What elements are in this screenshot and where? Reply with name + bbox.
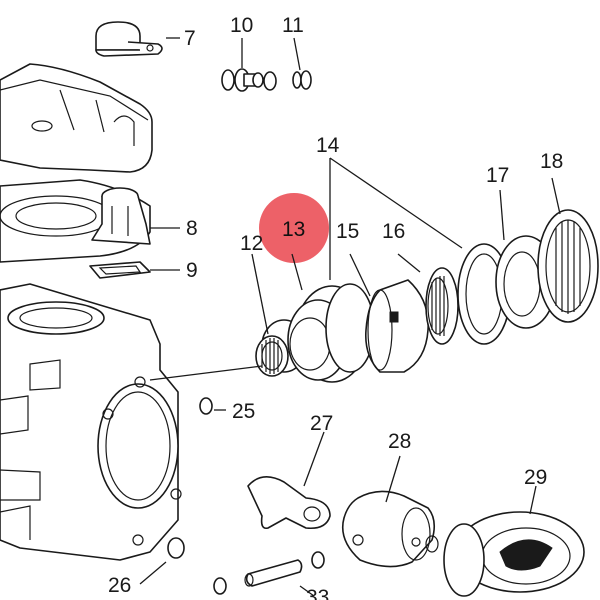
leader-12 [251, 253, 269, 335]
part-33-pin [213, 551, 325, 595]
part-7-cap [95, 21, 163, 57]
label-10: 10 [230, 14, 253, 37]
leader-27 [303, 431, 325, 487]
part-13-seal-ring [287, 283, 375, 383]
part-18-end-bearing [537, 209, 599, 323]
label-15: 15 [336, 220, 359, 243]
label-14: 14 [316, 134, 340, 157]
top-cover [0, 63, 153, 173]
leader-33 [299, 585, 315, 597]
leader-15 [349, 253, 371, 297]
label-13: 13 [282, 218, 305, 241]
axis-line [149, 365, 263, 381]
label-29: 29 [524, 466, 547, 489]
part-8-housing [91, 187, 151, 245]
part-15-sleeve [364, 279, 429, 373]
pump-body [0, 283, 182, 561]
part-11-washer [292, 70, 312, 90]
leader-18 [551, 177, 561, 215]
leader-28 [385, 455, 401, 503]
label-11: 11 [282, 14, 304, 37]
part-9-gasket [89, 261, 151, 279]
leader-13 [291, 253, 303, 291]
leader-16 [397, 253, 421, 273]
leader-17 [499, 189, 505, 241]
highlight-marker [259, 193, 329, 263]
label-9: 9 [186, 259, 198, 282]
part-10-valve [221, 68, 277, 92]
leader-11 [293, 37, 301, 71]
label-27: 27 [310, 412, 333, 435]
label-12: 12 [240, 232, 263, 255]
label-8: 8 [186, 217, 198, 240]
label-25: 25 [232, 400, 255, 423]
leader-29 [529, 485, 537, 515]
leader-14 [329, 157, 463, 280]
label-17: 17 [486, 164, 509, 187]
label-18: 18 [540, 150, 563, 173]
label-16: 16 [382, 220, 405, 243]
leader-26 [139, 561, 167, 585]
label-7: 7 [184, 27, 196, 50]
label-26: 26 [108, 574, 131, 597]
part-16-roller-bearing [425, 267, 459, 345]
part-29-disc [425, 511, 585, 597]
part-27-lever [247, 476, 331, 530]
label-33: 33 [306, 586, 329, 600]
part-26-o-ring [167, 537, 185, 559]
part-25-o-ring [199, 397, 213, 415]
label-28: 28 [388, 430, 411, 453]
part-28-cylinder [341, 490, 436, 568]
